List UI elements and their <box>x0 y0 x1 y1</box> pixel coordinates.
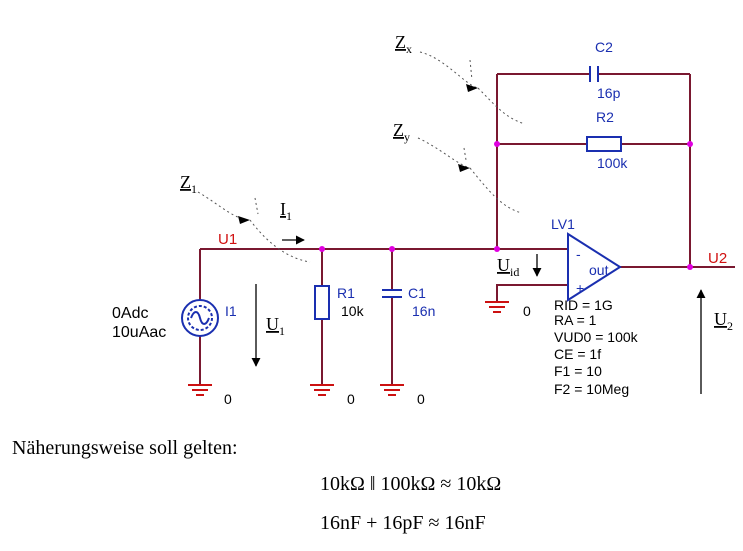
r1-value: 10k <box>341 303 365 319</box>
lv1-param: F1 = 10 <box>554 363 602 379</box>
c1-value: 16n <box>412 303 435 319</box>
impedance-pointers <box>197 51 526 263</box>
capacitor-c2 <box>589 66 599 82</box>
label-zy: Zy <box>393 120 410 144</box>
net-label-u1: U1 <box>218 231 237 248</box>
lv1-param: F2 = 10Meg <box>554 381 629 397</box>
label-uid: Uid <box>497 255 519 279</box>
current-source-i1 <box>181 299 219 337</box>
c2-name: C2 <box>595 39 613 55</box>
lv1-minus: - <box>576 246 581 262</box>
lv1-out: out <box>589 262 609 278</box>
lv1-param: RID = 1G <box>554 297 613 313</box>
lv1-param: VUD0 = 100k <box>554 329 639 345</box>
label-zx: Zx <box>395 32 412 56</box>
lv1-param: RA = 1 <box>554 312 597 328</box>
capacitor-c1 <box>382 289 402 298</box>
i1-ac: 10uAac <box>112 324 166 341</box>
ground-label: 0 <box>224 391 232 407</box>
junction-nodes <box>319 141 693 270</box>
lv1-name: LV1 <box>551 216 575 232</box>
equation-sum-capacitors: 16nF + 16pF ≈ 16nF <box>320 512 486 534</box>
label-u1-voltage: U1 <box>266 314 285 338</box>
c1-name: C1 <box>408 285 426 301</box>
resistor-r2 <box>586 136 622 152</box>
equation-parallel-resistors: 10kΩ ‖ 100kΩ ≈ 10kΩ <box>320 473 502 495</box>
label-i1-current: I1 <box>280 199 292 223</box>
i1-name: I1 <box>225 303 237 319</box>
wires <box>199 73 735 385</box>
resistor-r1 <box>314 285 330 320</box>
net-label-u2: U2 <box>708 250 727 267</box>
ground-symbols <box>188 301 509 396</box>
circuit-schematic: Zx Zy Z1 I1 Uid U1 U2 U1 U2 C2 16p R2 10… <box>112 32 735 407</box>
lv1-param: CE = 1f <box>554 346 601 362</box>
i1-dc: 0Adc <box>112 305 148 322</box>
label-u2-voltage: U2 <box>714 309 733 333</box>
r2-name: R2 <box>596 109 614 125</box>
approximation-intro: Näherungsweise soll gelten: <box>12 437 238 459</box>
lv1-plus: + <box>576 280 584 296</box>
r1-name: R1 <box>337 285 355 301</box>
r2-value: 100k <box>597 155 628 171</box>
label-z1: Z1 <box>180 172 197 196</box>
measurement-arrows <box>251 235 706 394</box>
opamp-lv1 <box>567 232 622 302</box>
ground-label: 0 <box>417 391 425 407</box>
ground-label: 0 <box>523 303 531 319</box>
ground-label: 0 <box>347 391 355 407</box>
c2-value: 16p <box>597 85 621 101</box>
